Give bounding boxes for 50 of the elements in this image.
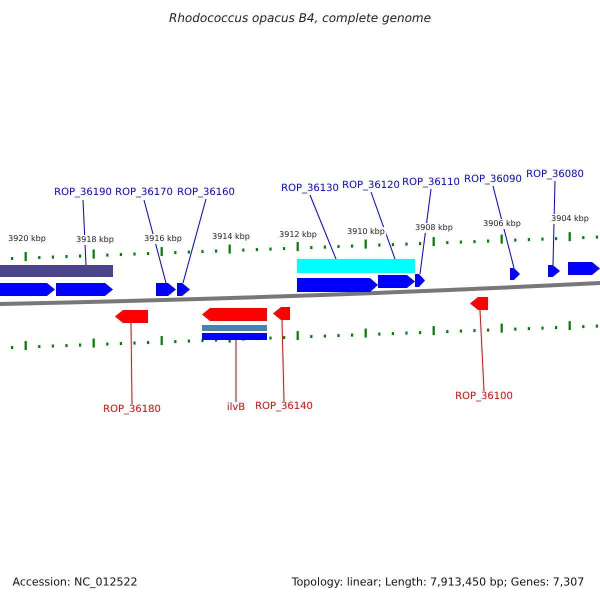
gene-feature — [56, 283, 113, 296]
scale-label: 3920 kbp — [7, 234, 47, 244]
scale-label: 3904 kbp — [550, 214, 590, 224]
gene-label: ROP_36170 — [115, 188, 173, 198]
gene-feature — [156, 283, 176, 296]
gene-label: ROP_36180 — [103, 405, 161, 415]
leader-line — [130, 322, 132, 404]
scale-label: 3916 kbp — [143, 234, 183, 244]
gene-bar — [202, 325, 267, 331]
title: Rhodococcus opacus B4, complete genome — [169, 12, 431, 24]
gene-feature — [273, 307, 290, 320]
gene-label: ROP_36130 — [281, 184, 339, 194]
gene-label: ROP_36120 — [342, 181, 400, 191]
scale-label: 3908 kbp — [414, 223, 454, 233]
leader-line — [420, 188, 432, 274]
gene-feature — [470, 297, 488, 310]
leader-line — [480, 310, 484, 392]
scale-label: 3906 kbp — [482, 219, 522, 229]
gene-bar — [56, 265, 113, 277]
gene-label: ilvB — [226, 403, 246, 413]
gene-bar — [202, 333, 267, 340]
gene-label: ROP_36140 — [255, 402, 313, 412]
gene-feature — [202, 308, 267, 321]
scale-label: 3914 kbp — [211, 232, 251, 242]
accession-text: Accession: NC_012522 — [12, 576, 138, 588]
gene-feature — [177, 283, 190, 296]
gene-label: ROP_36190 — [54, 188, 112, 198]
gene-bar — [0, 265, 56, 277]
scale-label: 3910 kbp — [346, 227, 386, 237]
gene-label: ROP_36080 — [526, 170, 584, 180]
gene-bar — [297, 259, 415, 273]
leader-line — [182, 198, 206, 284]
gene-feature — [548, 265, 560, 277]
gene-label: ROP_36110 — [402, 178, 460, 188]
gene-feature — [0, 283, 55, 296]
scale-label: 3912 kbp — [278, 230, 318, 240]
genome-summary: Topology: linear; Length: 7,913,450 bp; Genes: 7,307 — [292, 576, 584, 588]
gene-label: ROP_36160 — [177, 188, 235, 198]
gene-label: ROP_36100 — [455, 392, 513, 402]
leader-line — [370, 192, 396, 260]
gene-label: ROP_36090 — [464, 175, 522, 185]
gene-feature — [510, 268, 520, 280]
gene-feature — [115, 310, 148, 323]
gene-feature — [568, 262, 600, 275]
leader-line — [310, 194, 336, 260]
leader-line — [492, 186, 514, 268]
leader-line — [552, 180, 556, 266]
scale-label: 3918 kbp — [75, 235, 115, 245]
leader-line — [282, 320, 284, 402]
leader-line — [144, 200, 166, 284]
